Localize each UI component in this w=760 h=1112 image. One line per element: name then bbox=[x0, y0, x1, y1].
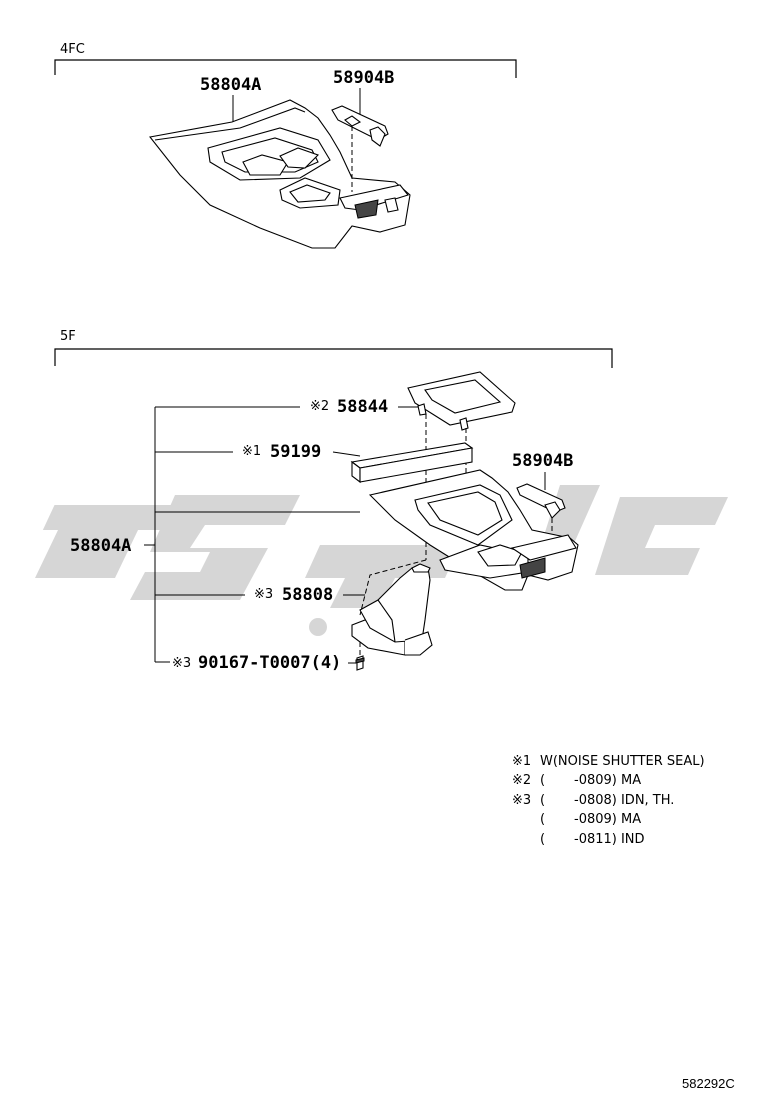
diagram-code: 582292C bbox=[682, 1076, 735, 1091]
notes-block: ※1 W(NOISE SHUTTER SEAL) ※2 ( -0809) MA … bbox=[512, 754, 705, 847]
part-label-58808: 58808 bbox=[282, 585, 333, 605]
shift-panel-58844 bbox=[407, 371, 516, 431]
part-label-58844: 58844 bbox=[337, 397, 388, 417]
mark-90167: ※3 bbox=[172, 656, 191, 671]
part-label-58804a-bottom: 58804A bbox=[70, 536, 131, 556]
note-text-5: ( -0811) IND bbox=[540, 832, 645, 847]
leader-group-58804a bbox=[144, 406, 360, 663]
section-bracket-5f bbox=[54, 348, 613, 368]
note-mark-3: ※3 bbox=[512, 793, 531, 808]
mark-58808: ※3 bbox=[254, 587, 273, 602]
note-mark-1: ※1 bbox=[512, 754, 531, 769]
section-bracket-4fc bbox=[54, 59, 517, 78]
bracket-58904b-top bbox=[331, 105, 389, 147]
part-label-59199: 59199 bbox=[270, 442, 321, 462]
noise-shutter-seal-59199 bbox=[350, 442, 474, 484]
mark-59199: ※1 bbox=[242, 444, 261, 459]
bracket-58904b-bottom bbox=[516, 483, 566, 519]
shift-boot-58808 bbox=[351, 563, 433, 656]
section-label-5f: 5F bbox=[60, 329, 76, 344]
part-label-58804a-top: 58804A bbox=[200, 75, 261, 95]
note-text-2: ( -0809) MA bbox=[540, 773, 641, 788]
mark-58844: ※2 bbox=[310, 399, 329, 414]
part-label-90167: 90167-T0007(4) bbox=[198, 653, 341, 673]
dashed-guide-console bbox=[359, 559, 427, 616]
center-console-top bbox=[149, 99, 411, 249]
note-text-3: ( -0808) IDN, TH. bbox=[540, 793, 674, 808]
note-text-4: ( -0809) MA bbox=[540, 812, 641, 827]
part-label-58904b-top: 58904B bbox=[333, 68, 394, 88]
center-console-bottom bbox=[368, 469, 579, 591]
screw-90167 bbox=[355, 655, 365, 671]
section-label-4fc: 4FC bbox=[60, 42, 85, 57]
note-text-1: W(NOISE SHUTTER SEAL) bbox=[540, 754, 705, 769]
note-mark-2: ※2 bbox=[512, 773, 531, 788]
watermark-logo bbox=[35, 485, 728, 636]
leader-59199 bbox=[332, 451, 361, 457]
part-label-58904b-bottom: 58904B bbox=[512, 451, 573, 471]
